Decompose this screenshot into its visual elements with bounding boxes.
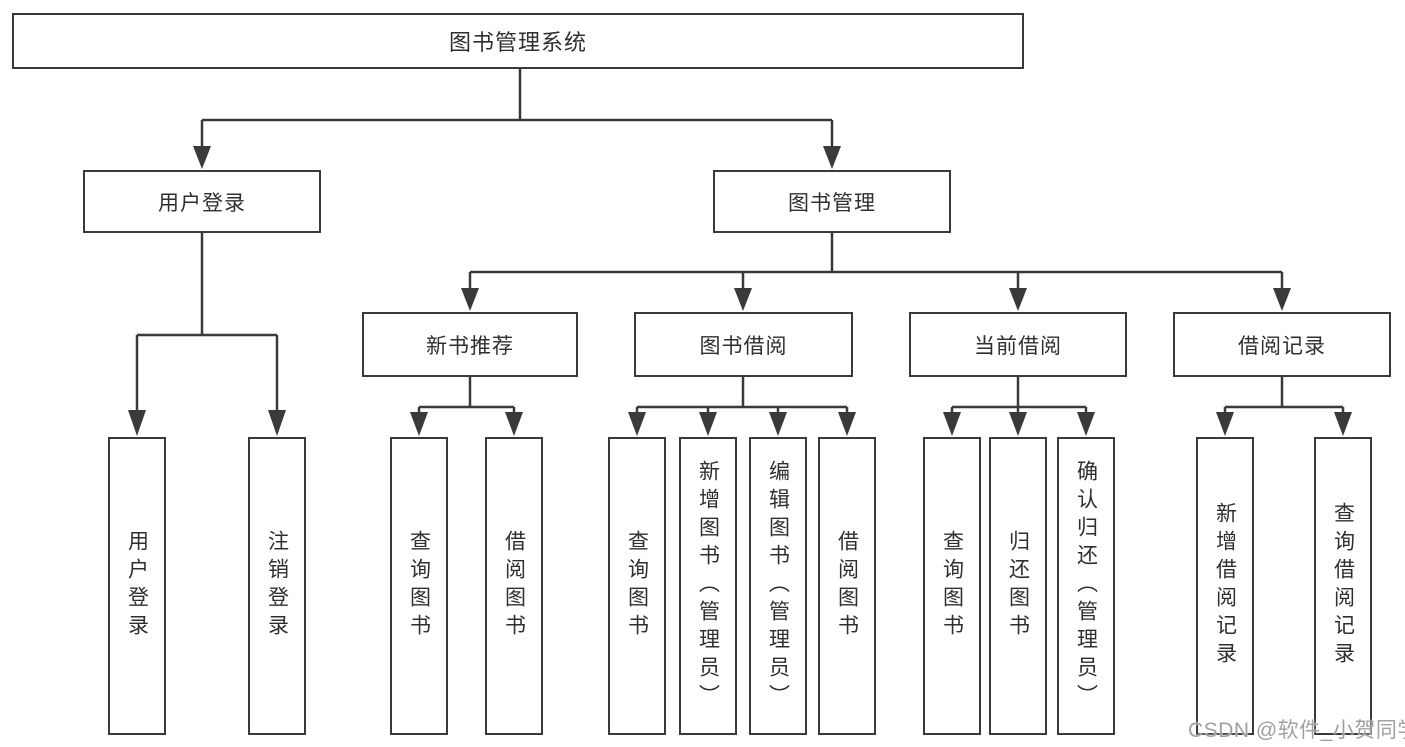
leaf-confirm-return-admin: 确认归还（管理员） <box>1057 437 1115 735</box>
node-book-borrowing: 图书借阅 <box>634 312 853 377</box>
node-label: 图书管理系统 <box>448 30 587 55</box>
leaf-label: 归还图书 <box>1006 530 1030 642</box>
leaf-label: 查询图书 <box>625 530 649 642</box>
leaf-label: 借阅图书 <box>835 530 859 642</box>
node-user-login: 用户登录 <box>83 170 321 233</box>
leaf-label: 新增图书（管理员） <box>696 460 720 712</box>
leaf-label: 查询借阅记录 <box>1331 502 1355 670</box>
leaf-label: 注销登录 <box>265 530 289 642</box>
node-current-borrowing: 当前借阅 <box>909 312 1127 377</box>
leaf-label: 借阅图书 <box>502 530 526 642</box>
leaf-query-books-borrowing: 查询图书 <box>608 437 666 735</box>
node-book-management: 图书管理 <box>713 170 951 233</box>
leaf-add-book-admin: 新增图书（管理员） <box>679 437 737 735</box>
node-label: 图书管理 <box>788 191 876 215</box>
leaf-borrow-books-borrowing: 借阅图书 <box>818 437 876 735</box>
node-label: 图书借阅 <box>699 334 788 358</box>
node-new-book-recommendation: 新书推荐 <box>362 312 578 377</box>
node-library-management-system: 图书管理系统 <box>12 13 1024 69</box>
leaf-logout: 注销登录 <box>248 437 306 735</box>
csdn-watermark: CSDN @软件_小贺同学 <box>1188 719 1405 742</box>
node-label: 新书推荐 <box>426 334 514 358</box>
leaf-label: 查询图书 <box>407 530 431 642</box>
leaf-label: 确认归还（管理员） <box>1074 460 1098 712</box>
leaf-add-borrow-record: 新增借阅记录 <box>1196 437 1254 735</box>
node-borrowing-records: 借阅记录 <box>1173 312 1391 377</box>
node-label: 当前借阅 <box>974 334 1062 358</box>
leaf-query-borrow-record: 查询借阅记录 <box>1314 437 1372 735</box>
node-label: 用户登录 <box>158 191 246 215</box>
leaf-query-books-recommend: 查询图书 <box>390 437 448 735</box>
node-label: 借阅记录 <box>1238 334 1326 358</box>
leaf-user-login: 用户登录 <box>108 437 166 735</box>
leaf-label: 编辑图书（管理员） <box>766 460 790 712</box>
leaf-borrow-books-recommend: 借阅图书 <box>485 437 543 735</box>
leaf-label: 用户登录 <box>125 530 149 642</box>
leaf-label: 查询图书 <box>940 530 964 642</box>
leaf-return-books: 归还图书 <box>989 437 1047 735</box>
leaf-label: 新增借阅记录 <box>1213 502 1237 670</box>
leaf-edit-book-admin: 编辑图书（管理员） <box>749 437 807 735</box>
leaf-query-books-current: 查询图书 <box>923 437 981 735</box>
